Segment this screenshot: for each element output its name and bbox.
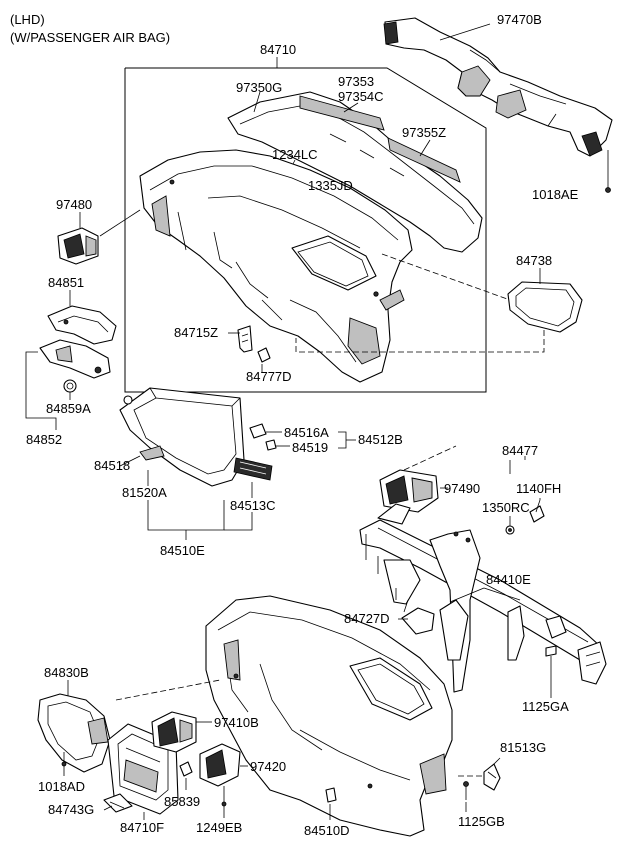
bolt-1125gb — [463, 781, 469, 800]
label-84516a: 84516A — [284, 425, 329, 440]
label-84715z: 84715Z — [174, 325, 218, 340]
side-vent-97480 — [57, 227, 99, 265]
clip-84777d — [257, 347, 271, 363]
label-84777d: 84777D — [246, 369, 292, 384]
leader-84410e-a — [449, 587, 485, 603]
label-84410e: 84410E — [486, 572, 531, 587]
label-84512b: 84512B — [358, 432, 403, 447]
label-1140fh: 1140FH — [516, 481, 561, 496]
label-84519: 84519 — [292, 440, 328, 455]
crash-pad-upper — [139, 149, 413, 383]
label-97480: 97480 — [56, 197, 92, 212]
bracket-84852 — [25, 351, 57, 430]
crash-pad-lower — [205, 595, 453, 837]
label-84743g: 84743G — [48, 802, 94, 817]
label-97355z: 97355Z — [402, 125, 446, 140]
leader-84410e-b — [483, 587, 521, 601]
label-97420: 97420 — [250, 759, 286, 774]
bracket-84512b — [338, 431, 347, 449]
label-84510d: 84510D — [304, 823, 350, 838]
leader-97353 — [343, 102, 359, 113]
leader-97350g — [253, 91, 261, 113]
label-97353: 97353 — [338, 74, 374, 89]
bracket-84510e-b — [224, 512, 253, 531]
vent-97420 — [199, 743, 241, 787]
label-84710: 84710 — [260, 42, 296, 57]
clip-85839 — [179, 761, 193, 777]
header-airbag: (W/PASSENGER AIR BAG) — [10, 30, 170, 45]
leader-97480 — [99, 209, 141, 237]
vent-97410b — [151, 711, 197, 753]
bracket-81513g — [483, 763, 501, 791]
label-1125gb: 1125GB — [458, 814, 505, 829]
leader-97355z — [419, 139, 431, 157]
label-1018ae: 1018AE — [532, 187, 579, 202]
label-97410b: 97410B — [214, 715, 259, 730]
label-84738: 84738 — [516, 253, 552, 268]
bracket-84727d — [401, 607, 435, 635]
cover-84743g — [103, 793, 133, 813]
label-84727d: 84727D — [344, 611, 390, 626]
leader-84743g — [103, 805, 113, 811]
leader-97470b — [439, 23, 491, 41]
header-lhd: (LHD) — [10, 12, 45, 27]
dashed-97490 — [403, 445, 457, 471]
label-85839: 85839 — [164, 794, 200, 809]
leader-84518 — [119, 455, 141, 467]
screw-1249eb — [221, 786, 227, 807]
label-84859a: 84859A — [46, 401, 91, 416]
center-vent-97490 — [379, 469, 439, 513]
label-84710f: 84710F — [120, 820, 164, 835]
label-84518: 84518 — [94, 458, 130, 473]
leader-81513g — [491, 757, 501, 767]
label-81520a: 81520A — [122, 485, 167, 500]
column-cover-lower-84852 — [39, 339, 111, 379]
dashed-84830b — [115, 679, 221, 701]
label-1350rc: 1350RC — [482, 500, 530, 515]
glove-box — [119, 387, 245, 487]
label-97470b: 97470B — [497, 12, 542, 27]
nut-1350rc — [505, 525, 515, 535]
label-1018ad: 1018AD — [38, 779, 85, 794]
label-84851: 84851 — [48, 275, 84, 290]
label-84852: 84852 — [26, 432, 62, 447]
cluster-housing-84830b — [37, 693, 111, 773]
clip-84519 — [265, 439, 277, 451]
bolt-1140fh — [529, 499, 545, 523]
label-81513g: 81513G — [500, 740, 546, 755]
defroster-duct — [227, 91, 483, 253]
cover-84738 — [507, 281, 583, 333]
label-1234lc: 1234LC — [272, 147, 318, 162]
crash-pad-group-box — [124, 67, 487, 393]
label-97490: 97490 — [444, 481, 480, 496]
clip-84510d — [325, 787, 337, 803]
label-84510e: 84510E — [160, 543, 205, 558]
label-1249eb: 1249EB — [196, 820, 242, 835]
ring-84859a — [63, 379, 77, 393]
pad-84513c — [233, 457, 273, 481]
label-1335jd: 1335JD — [308, 178, 353, 193]
air-duct-97470b — [383, 17, 613, 157]
latch-84516a — [249, 423, 267, 439]
bracket-84510e-a — [147, 500, 225, 531]
label-1125ga: 1125GA — [522, 699, 569, 714]
bolt-1125ga — [545, 645, 557, 680]
screw-1018ae — [605, 166, 611, 193]
label-84830b: 84830B — [44, 665, 89, 680]
label-97350g: 97350G — [236, 80, 282, 95]
column-cover-upper-84851 — [47, 305, 117, 345]
label-97354c: 97354C — [338, 89, 384, 104]
dashed-ref-84738 — [295, 253, 545, 353]
label-84477: 84477 — [502, 443, 538, 458]
label-84513c: 84513C — [230, 498, 276, 513]
bracket-84715z — [237, 325, 253, 353]
